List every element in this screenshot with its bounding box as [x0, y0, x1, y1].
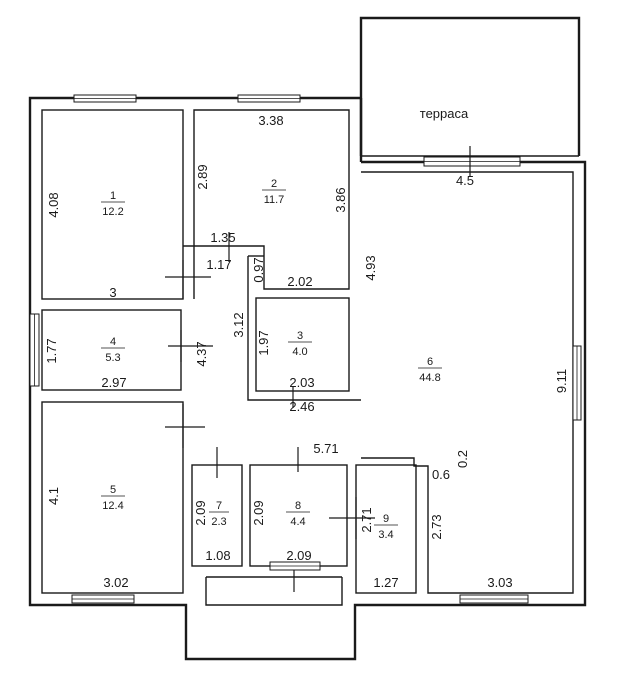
room-label-2: 2 11.7: [262, 178, 286, 206]
dim-label: 3.86: [333, 187, 348, 212]
room-number: 3: [297, 330, 303, 342]
dim-label: 0.97: [251, 257, 266, 282]
dim-label: 1.17: [206, 257, 231, 272]
room-number: 9: [383, 513, 389, 525]
dim-label: 3.38: [258, 113, 283, 128]
dim-label: 3.03: [487, 575, 512, 590]
dim-label: 3.02: [103, 575, 128, 590]
room-number: 1: [110, 190, 116, 202]
terrace-label: терраса: [420, 106, 469, 121]
room-label-9: 9 3.4: [374, 513, 398, 541]
dim-label: 4.5: [456, 173, 474, 188]
dim-label: 2.09: [251, 500, 266, 525]
dim-label: 0.6: [432, 467, 450, 482]
dim-label: 2.09: [193, 500, 208, 525]
room-area: 12.2: [102, 206, 123, 218]
room-area: 4.4: [290, 516, 305, 528]
room-label-7: 7 2.3: [209, 500, 229, 528]
doors: [165, 146, 471, 592]
window-room-6-south: [459, 594, 529, 604]
room-5-outline: [41, 401, 184, 594]
dim-label: 3: [109, 285, 116, 300]
dim-label: 1.08: [205, 548, 230, 563]
dim-label: 4.37: [194, 341, 209, 366]
dim-label: 2.09: [286, 548, 311, 563]
dim-label: 5.71: [313, 441, 338, 456]
room-label-8: 8 4.4: [286, 500, 310, 528]
room-number: 5: [110, 484, 116, 496]
room-area: 5.3: [105, 352, 120, 364]
room-area: 3.4: [378, 529, 393, 541]
dim-label: 3.12: [231, 312, 246, 337]
room-number: 2: [271, 178, 277, 190]
dim-label: 9.11: [554, 369, 569, 393]
room-label-3: 3 4.0: [288, 330, 312, 358]
room-number: 7: [216, 500, 222, 512]
room-area: 44.8: [419, 372, 440, 384]
dim-label: 4.1: [46, 487, 61, 505]
dim-label: 2.71: [359, 507, 374, 532]
room-area: 11.7: [264, 194, 285, 206]
dimension-labels: 3.38 4.5 1.35 1.17 2.02 3 2.03 2.97 2.46…: [44, 113, 569, 590]
dim-label: 2.73: [429, 514, 444, 539]
room-area: 12.4: [102, 500, 123, 512]
room-label-4: 4 5.3: [101, 336, 125, 364]
room-6-outline: [361, 171, 574, 594]
dim-label: 1.27: [373, 575, 398, 590]
dim-label: 1.97: [256, 330, 271, 355]
room-number: 8: [295, 500, 301, 512]
dim-label: 2.46: [289, 399, 314, 414]
window-room-1: [73, 94, 137, 103]
window-room-5: [71, 594, 135, 604]
dim-label: 1.77: [44, 338, 59, 363]
dim-label: 4.93: [363, 255, 378, 280]
window-room-2: [237, 94, 301, 103]
room-number: 6: [427, 356, 433, 368]
room-2-outline: [193, 109, 350, 290]
window-terrace: [423, 156, 521, 167]
dim-label: 2.02: [287, 274, 312, 289]
dim-label: 2.89: [195, 164, 210, 189]
room-area: 4.0: [292, 346, 307, 358]
dim-label: 2.03: [289, 375, 314, 390]
dim-label: 2.97: [101, 375, 126, 390]
dim-label: 4.08: [46, 192, 61, 217]
dim-label: 1.35: [210, 230, 235, 245]
room-3-outline: [255, 297, 350, 392]
windows: [29, 94, 582, 604]
room-1-outline: [41, 109, 184, 300]
room-area: 2.3: [211, 516, 226, 528]
window-room-4: [29, 313, 40, 387]
terrace: терраса: [359, 16, 581, 157]
window-room-8: [269, 561, 321, 571]
room-number: 4: [110, 336, 116, 348]
room-label-5: 5 12.4: [101, 484, 125, 512]
dim-label: 0.2: [455, 450, 470, 468]
room-label-1: 1 12.2: [101, 190, 125, 218]
window-room-6-east: [572, 345, 582, 421]
room-label-6: 6 44.8: [418, 356, 442, 384]
